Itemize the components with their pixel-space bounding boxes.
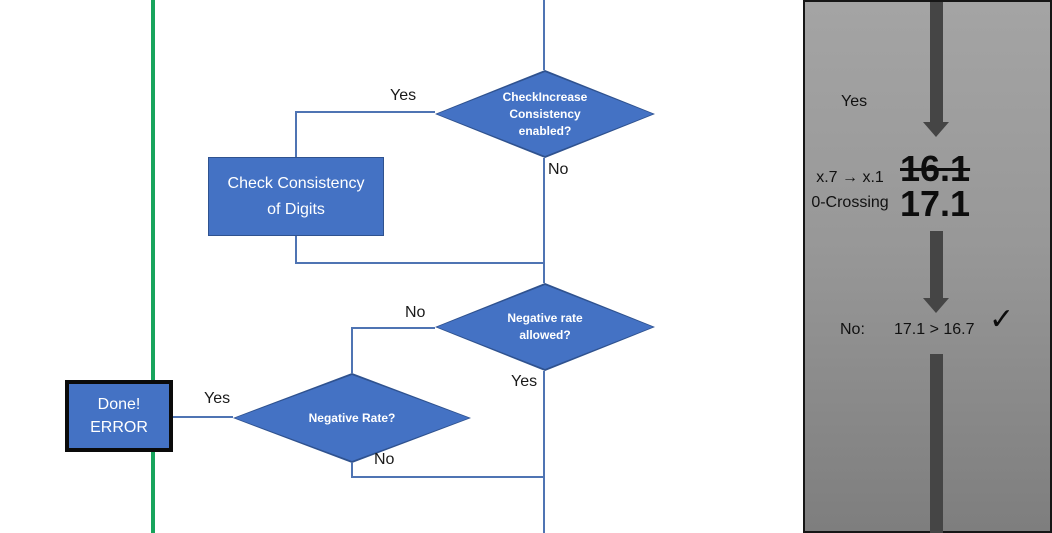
connector-yes-vertical bbox=[295, 111, 297, 157]
edge-label-no-bottom: No bbox=[374, 451, 395, 468]
done-line2: ERROR bbox=[90, 419, 148, 436]
annotation-panel: Yes x.7 → x.1 0-Crossing 16.1 17.1 No: 1… bbox=[803, 0, 1052, 533]
green-vertical-line bbox=[151, 0, 155, 533]
edge-label-no-top: No bbox=[548, 161, 569, 178]
check-consistency-box: Check Consistency of Digits bbox=[208, 157, 384, 236]
connector-top-entry bbox=[543, 0, 545, 70]
negative-rate-allowed-line2: allowed? bbox=[519, 328, 571, 342]
negative-rate-diamond: Negative Rate? bbox=[233, 373, 471, 463]
down-arrow-mid-head bbox=[923, 298, 949, 313]
comparison-prefix: No: bbox=[840, 321, 865, 338]
checkmark-icon: ✓ bbox=[989, 302, 1015, 337]
down-arrow-mid-shaft bbox=[930, 231, 943, 298]
connector-box-out-horizontal bbox=[295, 262, 545, 264]
connector-yes-done bbox=[173, 416, 233, 418]
panel-yes-label: Yes bbox=[841, 93, 868, 110]
check-consistency-line2: of Digits bbox=[267, 200, 325, 218]
check-increase-line3: enabled? bbox=[518, 123, 572, 138]
down-arrow-bottom-shaft bbox=[930, 354, 943, 533]
negative-rate-allowed-diamond-fill: Negative rate allowed? bbox=[437, 285, 653, 369]
check-increase-diamond-fill: CheckIncrease Consistency enabled? bbox=[437, 72, 653, 156]
connector-no-mid-vertical bbox=[351, 327, 353, 373]
connector-yes-exit bbox=[543, 371, 545, 533]
new-value: 17.1 bbox=[900, 183, 971, 224]
negative-rate-allowed-diamond: Negative rate allowed? bbox=[435, 283, 655, 371]
check-increase-line1: CheckIncrease bbox=[502, 89, 588, 104]
check-increase-diamond: CheckIncrease Consistency enabled? bbox=[435, 70, 655, 158]
negative-rate-allowed-line1: Negative rate bbox=[507, 311, 583, 325]
comparison-expression: 17.1 > 16.7 bbox=[894, 321, 975, 338]
done-error-box: Done! ERROR bbox=[65, 380, 173, 452]
edge-label-yes-mid: Yes bbox=[511, 373, 538, 390]
crossing-note-line1: x.7 → x.1 bbox=[816, 169, 884, 186]
connector-no-center bbox=[543, 158, 545, 283]
connector-yes-horizontal bbox=[295, 111, 435, 113]
edge-label-yes-done: Yes bbox=[204, 390, 231, 407]
old-value: 16.1 bbox=[900, 148, 971, 189]
check-consistency-line1: Check Consistency bbox=[227, 174, 365, 192]
negative-rate-label: Negative Rate? bbox=[308, 410, 396, 425]
crossing-note-line2: 0-Crossing bbox=[811, 194, 889, 211]
value-comparison-numbers: 16.1 17.1 bbox=[900, 148, 971, 224]
negative-rate-diamond-fill: Negative Rate? bbox=[235, 375, 469, 461]
done-line1: Done! bbox=[97, 396, 141, 413]
edge-label-yes-top: Yes bbox=[390, 87, 417, 104]
crossing-note: x.7 → x.1 0-Crossing bbox=[805, 165, 895, 215]
connector-box-out-vertical bbox=[295, 236, 297, 263]
check-increase-line2: Consistency bbox=[509, 106, 581, 121]
down-arrow-top-head bbox=[923, 122, 949, 137]
down-arrow-top-shaft bbox=[930, 2, 943, 122]
edge-label-no-mid: No bbox=[405, 304, 426, 321]
connector-no-mid-horizontal bbox=[352, 327, 435, 329]
connector-no-bottom-vertical bbox=[351, 463, 353, 477]
connector-no-bottom-horizontal bbox=[351, 476, 545, 478]
